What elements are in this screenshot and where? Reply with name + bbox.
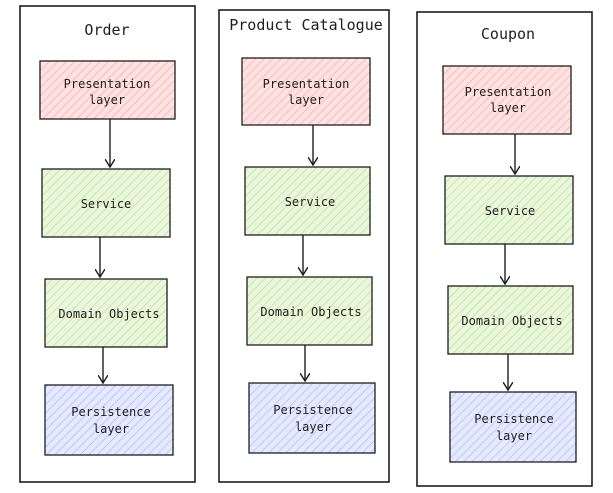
coupon-presentation-label-line1: Presentation — [465, 85, 552, 99]
coupon-frame — [416, 11, 593, 487]
order-presentation-label-line2: layer — [89, 93, 125, 107]
order-title: Order — [84, 21, 129, 39]
coupon-persistence-box — [449, 391, 577, 463]
product-catalogue-presentation-label-line2: layer — [288, 93, 324, 107]
coupon-service-box — [444, 175, 574, 245]
order-persistence-label-line2: layer — [93, 422, 129, 436]
order-persistence-label-line1: Persistence — [71, 405, 150, 419]
service-column-order: Order Presentation layer Service Domain … — [19, 5, 196, 483]
order-persistence-box — [44, 384, 174, 456]
product-catalogue-frame — [218, 9, 390, 483]
order-presentation-box — [39, 60, 176, 120]
coupon-service-label: Service — [485, 204, 536, 218]
order-presentation-label-line1: Presentation — [64, 77, 151, 91]
order-domain-label: Domain Objects — [58, 307, 159, 321]
order-service-box — [41, 168, 171, 238]
order-service-label: Service — [81, 197, 132, 211]
coupon-persistence-label-line1: Persistence — [474, 412, 553, 426]
product-catalogue-title: Product Catalogue — [229, 16, 383, 34]
coupon-persistence-label-line2: layer — [496, 429, 532, 443]
service-column-coupon: Coupon Presentation layer Service Domain… — [416, 11, 593, 487]
service-column-product-catalogue: Product Catalogue Presentation layer Ser… — [218, 9, 390, 483]
coupon-title: Coupon — [481, 25, 535, 43]
product-catalogue-persistence-label-line1: Persistence — [273, 403, 352, 417]
product-catalogue-service-box — [244, 166, 371, 236]
coupon-presentation-label-line2: layer — [490, 101, 526, 115]
product-catalogue-persistence-box — [248, 382, 376, 454]
product-catalogue-domain-label: Domain Objects — [260, 305, 361, 319]
coupon-domain-label: Domain Objects — [461, 314, 562, 328]
product-catalogue-service-label: Service — [285, 195, 336, 209]
coupon-presentation-box — [442, 65, 572, 135]
product-catalogue-presentation-box — [241, 57, 371, 126]
product-catalogue-presentation-label-line1: Presentation — [263, 77, 350, 91]
order-domain-box — [44, 278, 168, 348]
order-frame — [19, 5, 196, 483]
product-catalogue-domain-box — [246, 276, 373, 346]
coupon-domain-box — [447, 285, 574, 355]
product-catalogue-persistence-label-line2: layer — [295, 420, 331, 434]
